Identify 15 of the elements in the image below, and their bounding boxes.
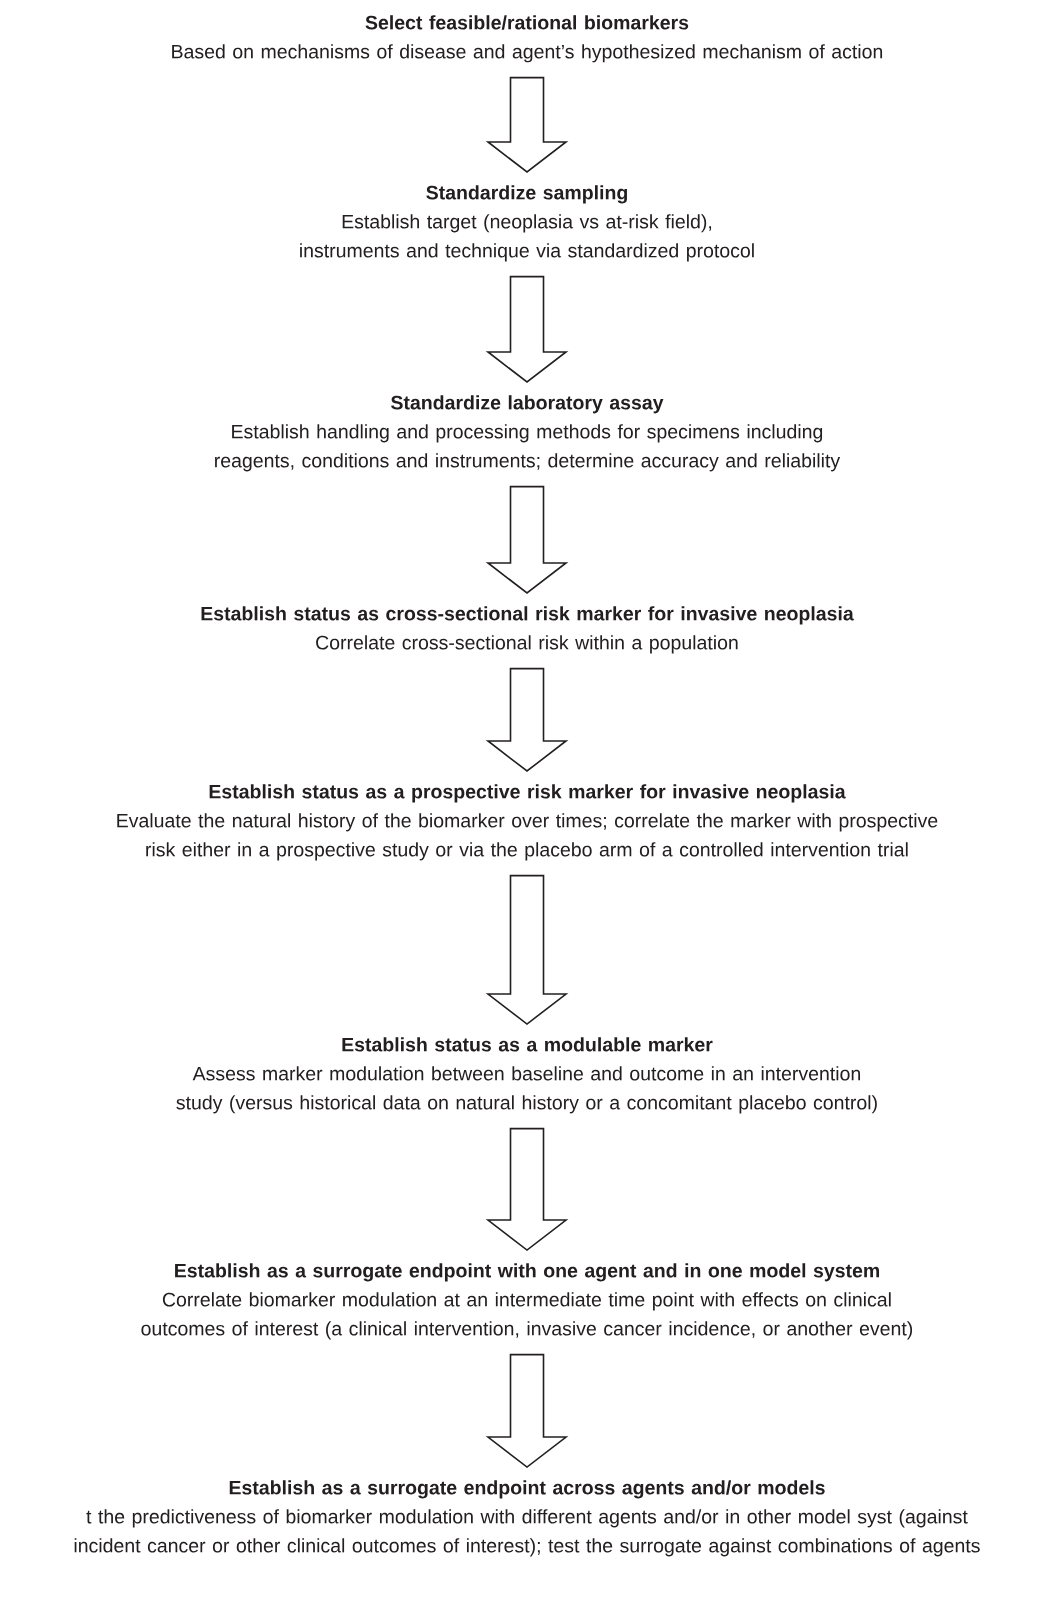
step-text: Select feasible/rational biomarkers Based on mechanisms of disease and agent’s hypothesized mechanism of action xyxy=(172,15,883,63)
step-text: Establish status as a prospective risk marker for invasive neoplasia Evaluate the natural history of the biomarker over times; correlate the marker with prospective risk either in a prospective study or via the placebo arm of a controlled intervention trial xyxy=(117,784,938,861)
block-arrow xyxy=(485,275,569,383)
step-text: Establish status as cross-sectional risk marker for invasive neoplasia Correlate cross-sectional risk within a population xyxy=(201,606,854,654)
block-arrow xyxy=(485,667,569,772)
step-text: Standardize sampling Establish target (neoplasia vs at-risk field), instruments and technique via standardized protocol xyxy=(300,185,754,262)
block-arrow xyxy=(485,1127,569,1252)
block-arrow xyxy=(485,76,569,173)
step-text: Establish status as a modulable marker Assess marker modulation between baseline and outcome in an intervention study (versus historical data on natural history or a concomitant placebo control) xyxy=(176,1037,877,1114)
step-text: Establish as a surrogate endpoint with one agent and in one model system Correlate biomarker modulation at an intermediate time point with effects on clinical outcomes of interest (a clinical intervention, invasive cancer incidence, or another event) xyxy=(141,1263,913,1340)
block-arrow xyxy=(485,1353,569,1469)
step-text: Standardize laboratory assay Establish handling and processing methods for specimens including reagents, conditions and instruments; determine accuracy and reliability xyxy=(215,395,841,472)
block-arrow xyxy=(485,485,569,594)
block-arrow xyxy=(485,874,569,1025)
step-text: Establish as a surrogate endpoint across agents and/or models t the predictiveness of biomarker modulation with different agents and/or in other model syst (against incident cancer or other clinical outcomes of interest); test the surrogate against combinations of agents xyxy=(74,1480,980,1557)
